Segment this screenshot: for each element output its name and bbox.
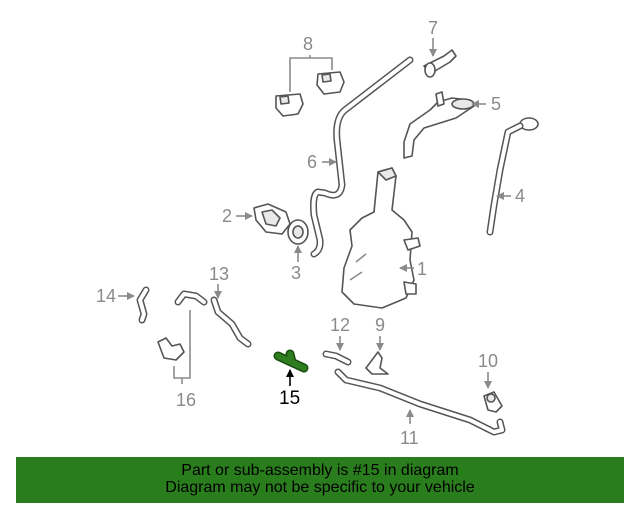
svg-text:2: 2: [222, 206, 232, 226]
callout-14: 14: [96, 286, 135, 306]
svg-text:10: 10: [478, 351, 498, 371]
callout-13: 13: [209, 264, 229, 299]
callout-11: 11: [400, 409, 419, 448]
banner-line-2: Diagram may not be specific to your vehi…: [165, 479, 475, 496]
part-9-bracket[interactable]: [365, 351, 389, 375]
svg-text:14: 14: [96, 286, 116, 306]
part-6-hose[interactable]: [310, 56, 414, 258]
part-2-pump[interactable]: [253, 203, 291, 235]
svg-text:8: 8: [303, 34, 313, 54]
svg-text:11: 11: [400, 428, 419, 448]
parts-diagram: 8 7 6 5 4: [96, 18, 539, 448]
svg-text:12: 12: [330, 315, 350, 335]
svg-text:5: 5: [491, 94, 501, 114]
part-1-reservoir[interactable]: [341, 167, 421, 309]
callout-6: 6: [307, 152, 337, 172]
svg-text:3: 3: [291, 263, 301, 283]
part-13-hose[interactable]: [210, 296, 252, 348]
callout-2: 2: [222, 206, 253, 226]
svg-text:4: 4: [515, 186, 525, 206]
part-8-clips[interactable]: [275, 71, 345, 117]
part-4-strap[interactable]: [486, 117, 539, 236]
part-11-tube[interactable]: [334, 368, 506, 436]
callout-12: 12: [330, 315, 350, 351]
part-16-hoses[interactable]: [157, 290, 208, 361]
callout-16: 16: [173, 310, 196, 410]
callout-15: 15: [279, 369, 300, 409]
part-15-connector[interactable]: [273, 349, 309, 373]
callout-4: 4: [496, 186, 525, 206]
part-3-grommet[interactable]: [287, 219, 309, 245]
callout-3: 3: [291, 245, 302, 283]
svg-text:7: 7: [428, 18, 438, 38]
svg-text:1: 1: [417, 259, 427, 279]
callout-1: 1: [399, 259, 427, 279]
svg-text:15: 15: [279, 388, 300, 409]
part-7-nozzle[interactable]: [423, 49, 457, 78]
svg-text:9: 9: [375, 315, 385, 335]
svg-text:16: 16: [176, 390, 196, 410]
part-10-sensor[interactable]: [483, 391, 503, 413]
callout-8: 8: [289, 34, 333, 92]
part-12-hose[interactable]: [322, 350, 352, 366]
callout-5: 5: [471, 94, 501, 114]
svg-text:6: 6: [307, 152, 317, 172]
callout-9: 9: [375, 315, 385, 351]
part-5-filler-neck[interactable]: [403, 91, 475, 159]
part-14-hose[interactable]: [136, 286, 150, 324]
banner-line-1: Part or sub-assembly is #15 in diagram: [181, 462, 459, 479]
callout-10: 10: [478, 351, 498, 389]
info-banner: Part or sub-assembly is #15 in diagram D…: [16, 457, 624, 503]
callout-7: 7: [428, 18, 438, 57]
svg-text:13: 13: [209, 264, 229, 284]
